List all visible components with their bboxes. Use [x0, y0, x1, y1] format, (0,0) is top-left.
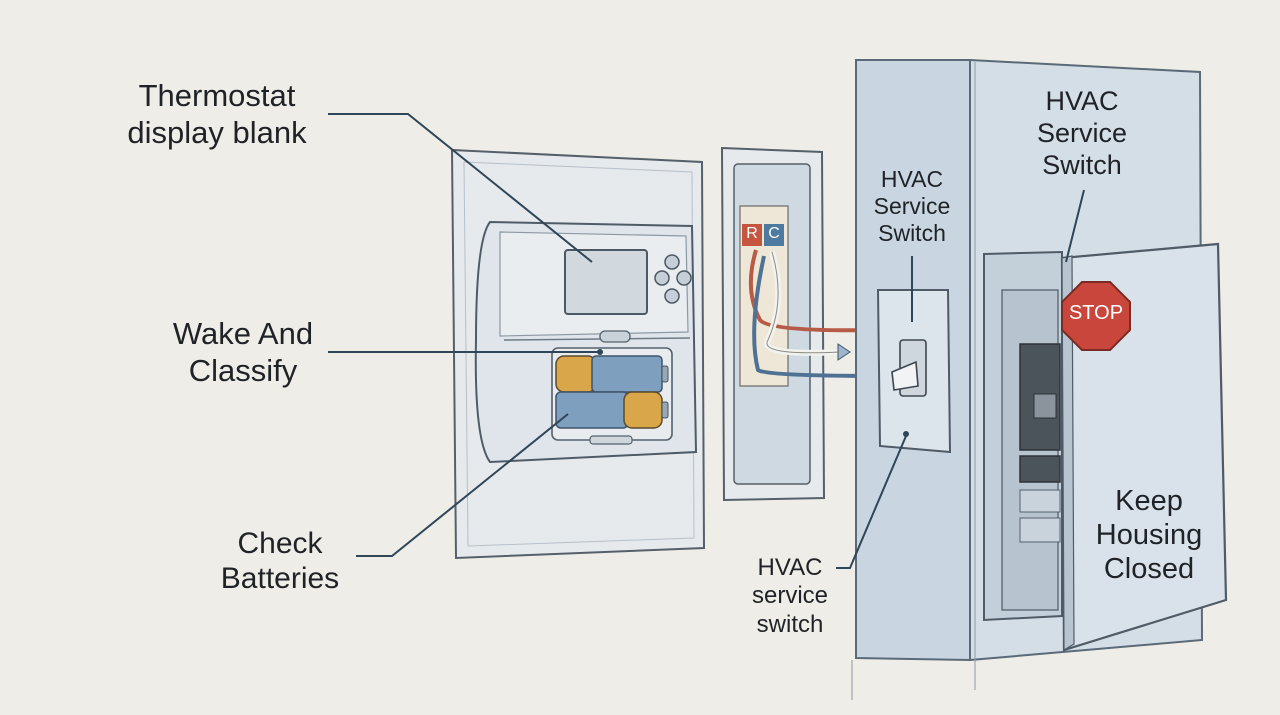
callout-check-batteries-line2: Batteries [220, 562, 340, 596]
callout-keep-housing-closed-line2: Housing [1095, 519, 1203, 552]
callout-service-switch-bottom-line3: switch [756, 610, 824, 638]
callout-wake-classify: Wake And Classify [138, 316, 348, 389]
leader-thermostat-display [328, 113, 593, 263]
callout-check-batteries: Check Batteries [190, 526, 370, 597]
callout-service-switch-bottom-line1: HVAC [757, 554, 823, 581]
stop-sign-text: STOP [1068, 302, 1124, 324]
callout-service-switch-mid-line2: Service [873, 193, 951, 220]
thermostat-buttons [654, 254, 692, 304]
toggle-lever [891, 360, 919, 391]
terminal-c [764, 224, 784, 246]
wire-arrow-head [837, 343, 851, 361]
callout-check-batteries-line1: Check [237, 527, 323, 560]
callout-service-switch-top-line3: Switch [1042, 149, 1122, 180]
callout-keep-housing-closed-line1: Keep [1115, 485, 1183, 517]
white-wire-outline [766, 251, 841, 354]
terminal-r [742, 224, 762, 246]
stop-sign [1061, 281, 1131, 351]
callout-service-switch-bottom-line2: service [751, 582, 829, 610]
callout-thermostat-display: Thermostat display blank [112, 78, 322, 151]
callout-wake-classify-line1: Wake And [172, 316, 314, 351]
thermostat-screen [564, 249, 648, 315]
red-wire [748, 249, 881, 333]
leader-dot-switch [903, 431, 909, 437]
leader-dot-wake [597, 349, 603, 355]
callout-wake-classify-line2: Classify [188, 352, 298, 388]
electrical-panel [983, 250, 1063, 622]
service-switch-plate [876, 289, 952, 454]
battery-bottom [555, 391, 669, 429]
terminal-c-label: C [768, 225, 780, 242]
battery-top [555, 355, 669, 393]
callout-keep-housing-closed: Keep Housing Closed [1084, 484, 1214, 587]
callout-keep-housing-closed-line3: Closed [1103, 553, 1195, 586]
callout-service-switch-mid-line1: HVAC [880, 166, 944, 192]
leader-check-batteries [356, 413, 569, 557]
callout-service-switch-bottom: HVAC service switch [738, 554, 842, 639]
terminal-r-label: R [746, 225, 758, 242]
callout-service-switch-top-line2: Service [1036, 117, 1128, 148]
callout-thermostat-display-line2: display blank [127, 114, 307, 150]
callout-thermostat-display-line1: Thermostat [138, 78, 296, 113]
callout-service-switch-mid-line3: Switch [878, 220, 946, 247]
leader-service-switch-top [1065, 189, 1085, 263]
callout-service-switch-top-line1: HVAC [1045, 86, 1119, 116]
callout-service-switch-top: HVAC Service Switch [1026, 86, 1138, 182]
blue-wire [752, 255, 881, 378]
callout-service-switch-mid: HVAC Service Switch [862, 166, 962, 247]
leader-service-switch-bottom [836, 435, 907, 569]
